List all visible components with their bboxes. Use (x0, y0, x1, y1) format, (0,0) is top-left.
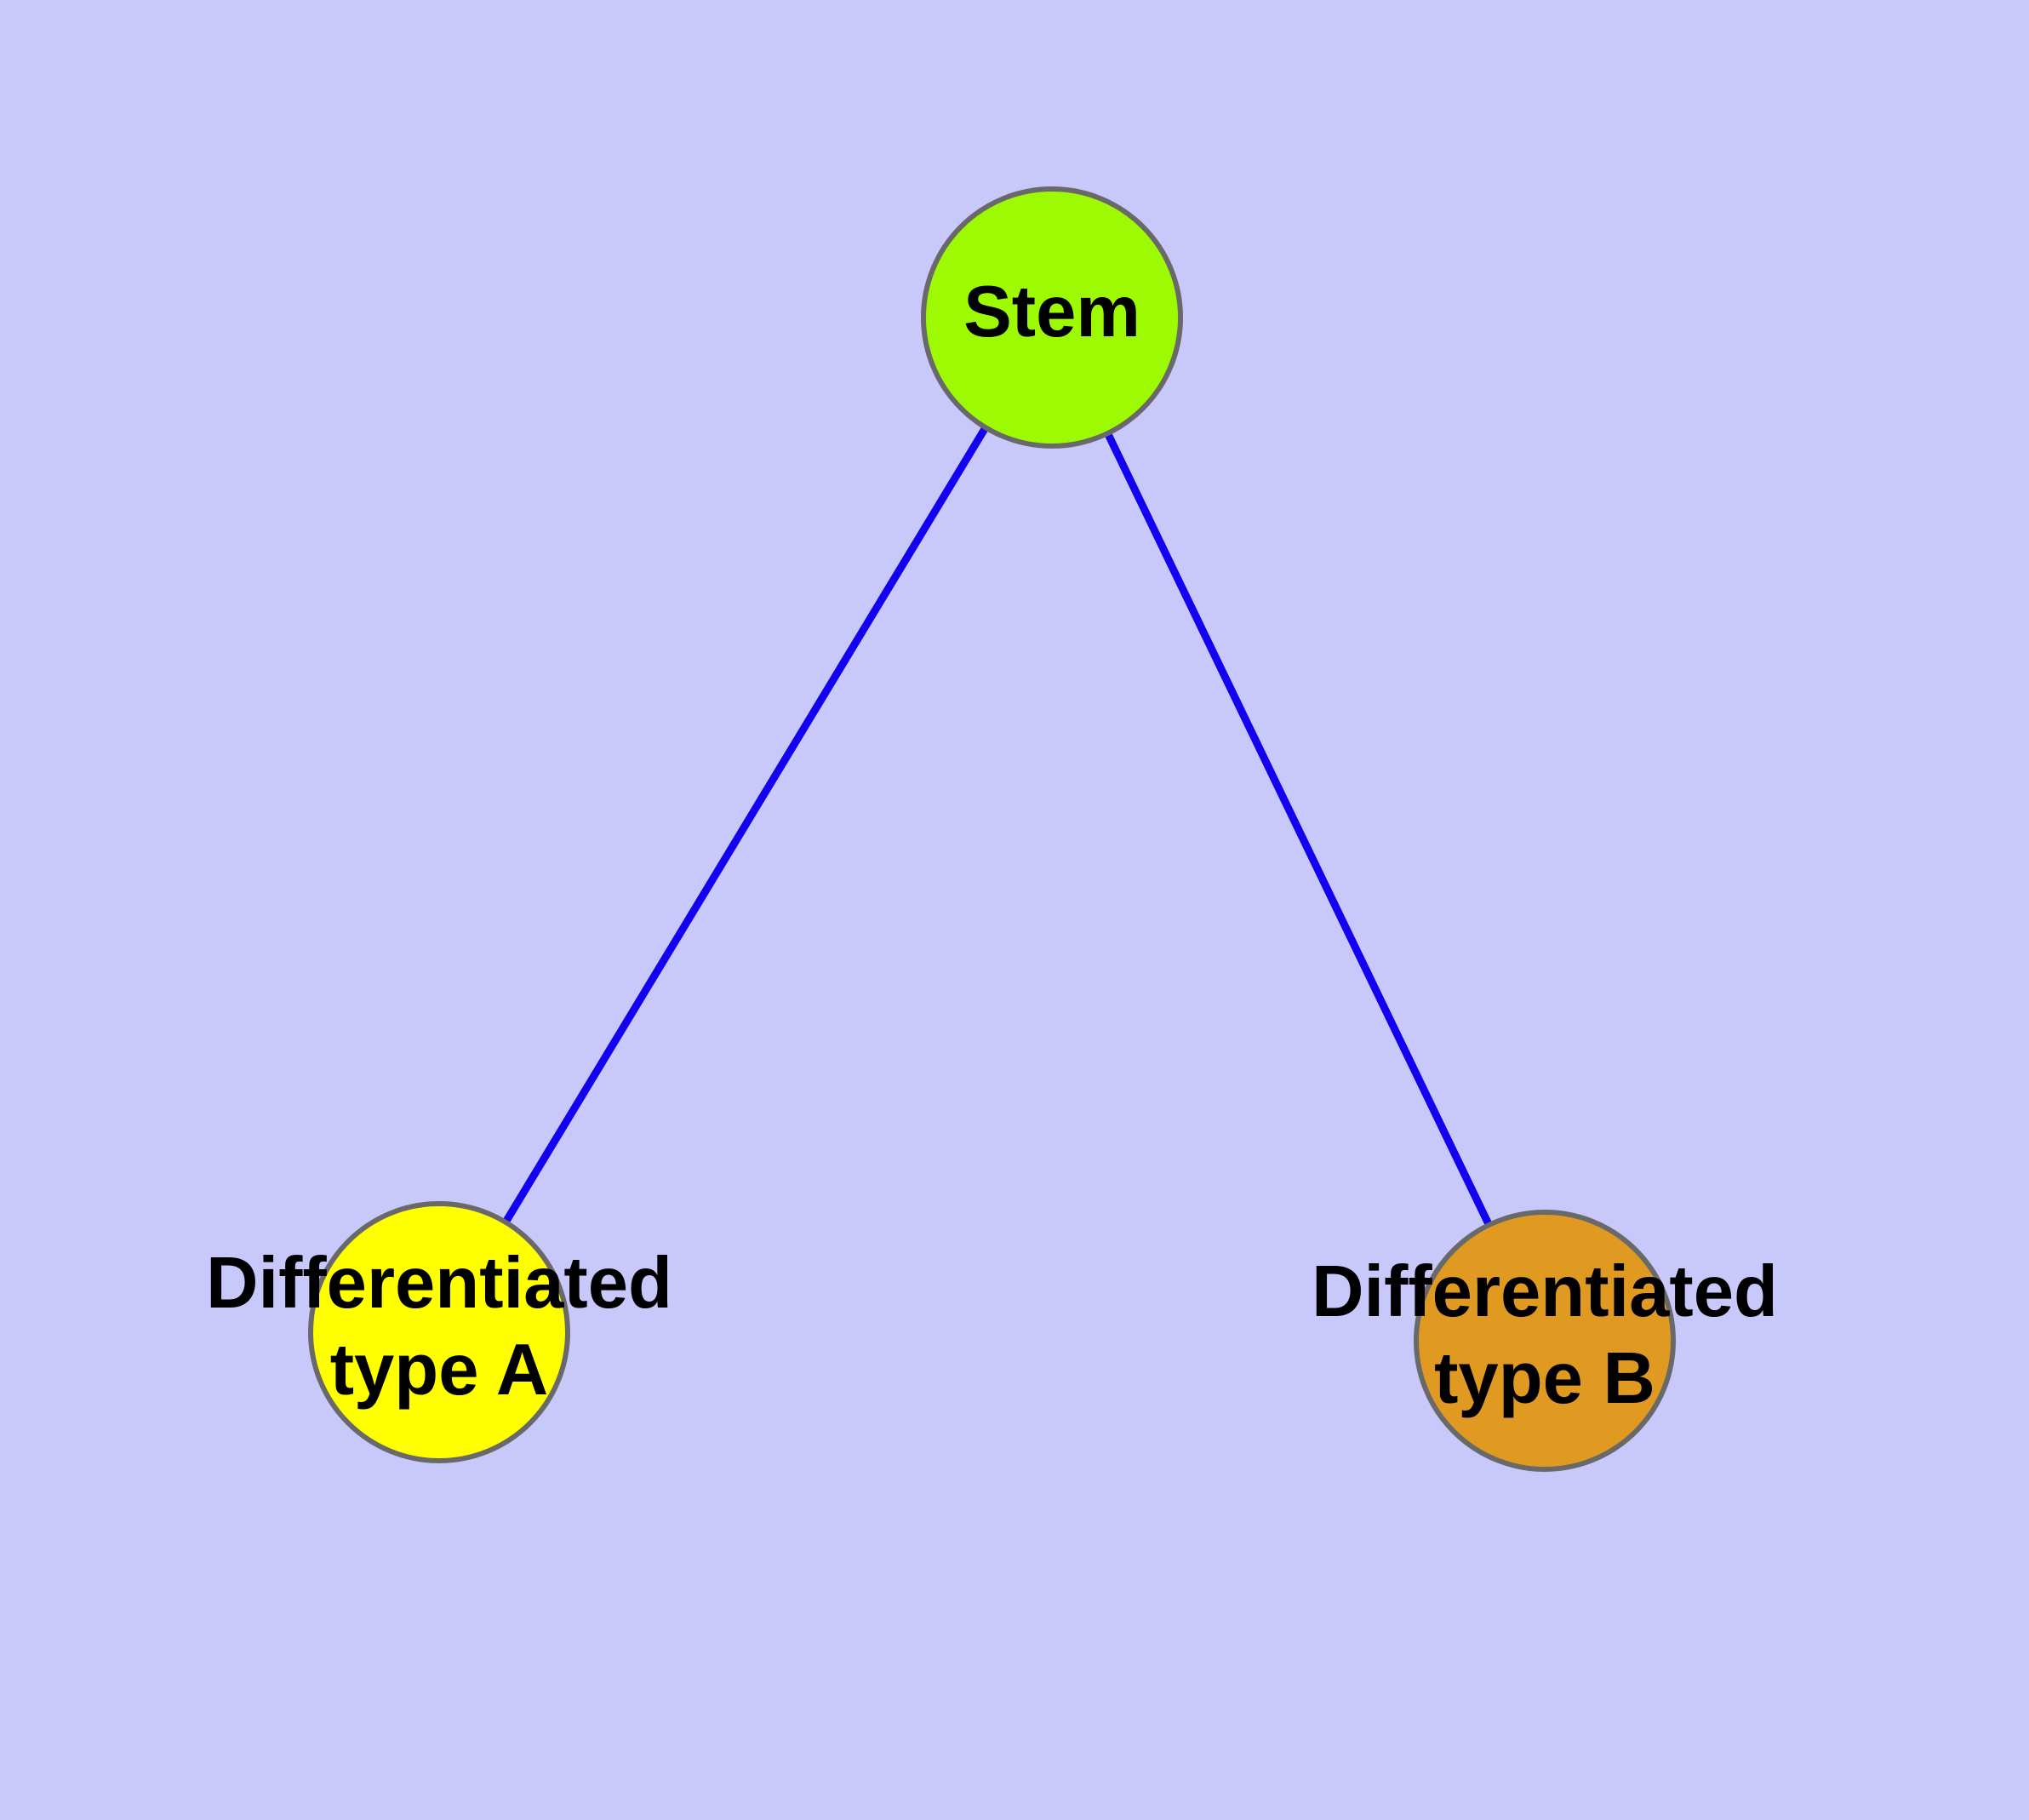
node-circle-differentiated-type-a[interactable] (308, 1201, 570, 1463)
node-label-line: Differentiated (206, 1243, 672, 1324)
node-label-line: Stem (963, 272, 1140, 352)
edges-group (436, 315, 1549, 1342)
node-label-line: Differentiated (1312, 1251, 1778, 1332)
node-label-stem: Stem (963, 272, 1140, 352)
node-circle-differentiated-type-b[interactable] (1414, 1210, 1676, 1472)
node-label-line: type A (330, 1330, 549, 1411)
nodes-group (308, 186, 1676, 1472)
edge-stem-to-differentiated-type-a[interactable] (436, 315, 1055, 1335)
edge-stem-to-differentiated-type-b[interactable] (1048, 316, 1549, 1342)
node-circle-stem[interactable] (921, 186, 1183, 449)
node-label-line: type B (1434, 1338, 1655, 1419)
